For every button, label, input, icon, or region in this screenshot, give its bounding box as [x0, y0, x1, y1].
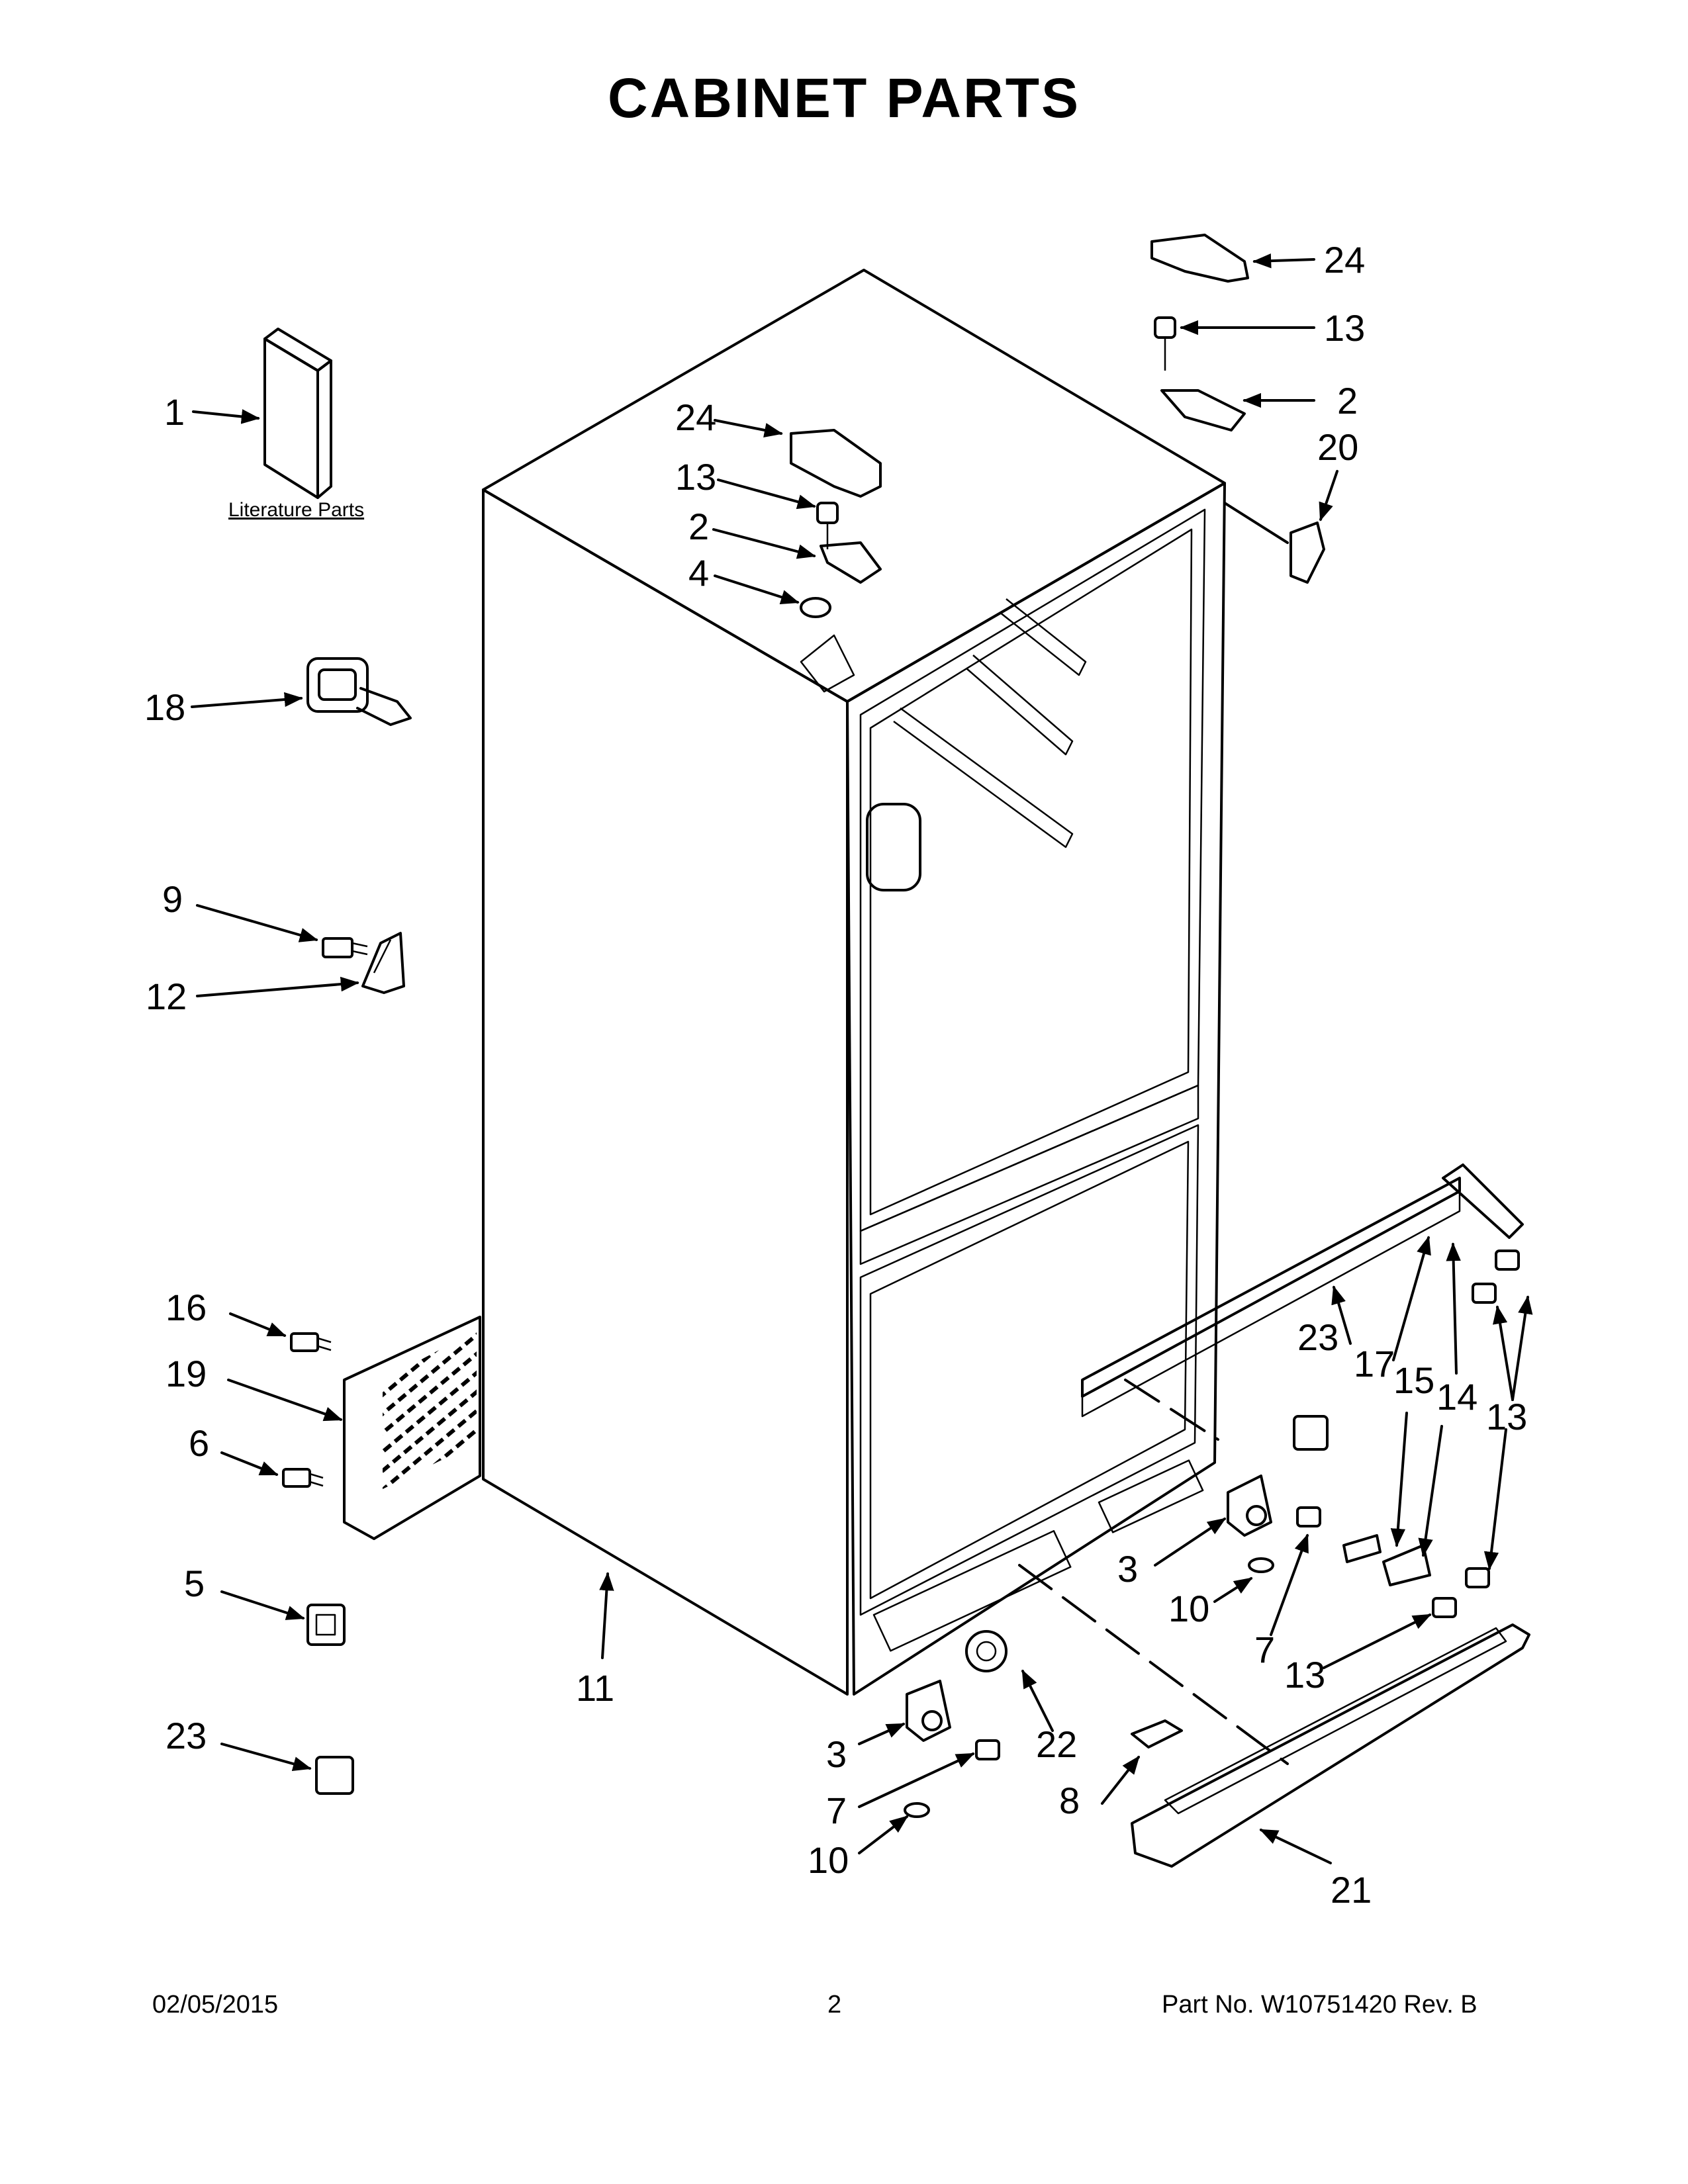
- bracket-part-15: [1342, 1534, 1382, 1563]
- hinge-cover-24-left: [790, 429, 882, 498]
- bracket-part-14: [1382, 1544, 1431, 1586]
- callout-10-left: 10: [808, 1839, 849, 1881]
- callout-5: 5: [184, 1563, 205, 1604]
- callout-18: 18: [144, 686, 185, 728]
- callout-3-left: 3: [826, 1733, 847, 1775]
- literature-booklet: [263, 328, 332, 499]
- callout-19: 19: [165, 1353, 207, 1394]
- door-stop-part-18: [306, 657, 412, 726]
- screw-part-13-bracket-b: [1472, 1283, 1497, 1304]
- hinge-cover-24-right: [1150, 234, 1249, 283]
- callout-12: 12: [146, 976, 187, 1017]
- stop-part-8: [1131, 1719, 1183, 1749]
- literature-parts-label: Literature Parts: [228, 499, 364, 521]
- rear-access-panel-19: [343, 1316, 481, 1540]
- roller-assembly-3-right: [1227, 1475, 1272, 1537]
- cap-part-23-right: [1293, 1415, 1329, 1451]
- callout-10-right: 10: [1168, 1588, 1209, 1629]
- roller-assembly-3-left: [906, 1680, 951, 1742]
- callout-7-left: 7: [826, 1790, 847, 1831]
- footer-page-number: 2: [827, 1991, 842, 2019]
- toe-grille-21: [1131, 1623, 1530, 1868]
- callout-13-bracket: 13: [1486, 1396, 1527, 1437]
- screw-part-7-left: [975, 1739, 1000, 1760]
- callout-20: 20: [1317, 426, 1358, 468]
- cabinet-body: [482, 269, 1226, 1696]
- callout-2-right: 2: [1337, 380, 1358, 422]
- callout-22: 22: [1036, 1723, 1077, 1765]
- callout-4: 4: [688, 552, 709, 594]
- callout-2-left: 2: [688, 506, 709, 547]
- wheel-part-22: [965, 1630, 1008, 1672]
- callout-13-left: 13: [675, 456, 716, 498]
- callout-9: 9: [162, 878, 183, 920]
- handle-part-20: [1289, 522, 1325, 584]
- screw-part-13-bracket-d: [1432, 1597, 1457, 1618]
- callout-23-right: 23: [1297, 1316, 1338, 1358]
- footer-date: 02/05/2015: [152, 1991, 279, 2019]
- callout-13-bottom: 13: [1284, 1654, 1325, 1696]
- callout-6: 6: [189, 1422, 209, 1464]
- screw-part-13-left: [816, 502, 839, 549]
- leveling-leg-10-left: [904, 1802, 930, 1818]
- callout-3-right: 3: [1117, 1548, 1138, 1590]
- callout-16: 16: [165, 1287, 207, 1328]
- clip-part-12: [361, 932, 405, 994]
- callout-21: 21: [1331, 1869, 1372, 1911]
- screw-part-13-bracket-a: [1495, 1250, 1520, 1271]
- callout-1: 1: [164, 391, 185, 433]
- callout-11: 11: [576, 1667, 614, 1709]
- callout-8: 8: [1059, 1780, 1080, 1821]
- screw-part-9: [322, 937, 368, 958]
- callout-23-left: 23: [165, 1715, 207, 1756]
- callout-24-left: 24: [675, 396, 716, 438]
- leader-lines: [191, 253, 1533, 1864]
- cap-part-23-left: [315, 1756, 354, 1795]
- hinge-bracket-2-right: [1160, 389, 1246, 432]
- plug-part-4: [800, 597, 831, 618]
- toe-grille-mount-17: [1081, 1163, 1524, 1418]
- screw-part-16: [290, 1332, 332, 1352]
- page-title: CABINET PARTS: [607, 67, 1081, 129]
- clip-part-5: [306, 1604, 346, 1646]
- screw-part-7-right: [1296, 1506, 1321, 1527]
- callout-24-right: 24: [1324, 239, 1365, 281]
- callout-14: 14: [1436, 1376, 1477, 1418]
- footer-part-number: Part No. W10751420 Rev. B: [1162, 1991, 1477, 2019]
- callout-15: 15: [1393, 1359, 1434, 1401]
- callout-17: 17: [1354, 1343, 1395, 1385]
- callout-7-right: 7: [1254, 1629, 1275, 1670]
- screw-part-13-right: [1154, 316, 1176, 371]
- callout-13-right: 13: [1324, 307, 1365, 349]
- hinge-bracket-2-left: [820, 541, 882, 584]
- screw-part-6: [282, 1468, 324, 1488]
- screw-part-13-bracket-c: [1465, 1567, 1490, 1588]
- leveling-leg-10-right: [1248, 1557, 1274, 1573]
